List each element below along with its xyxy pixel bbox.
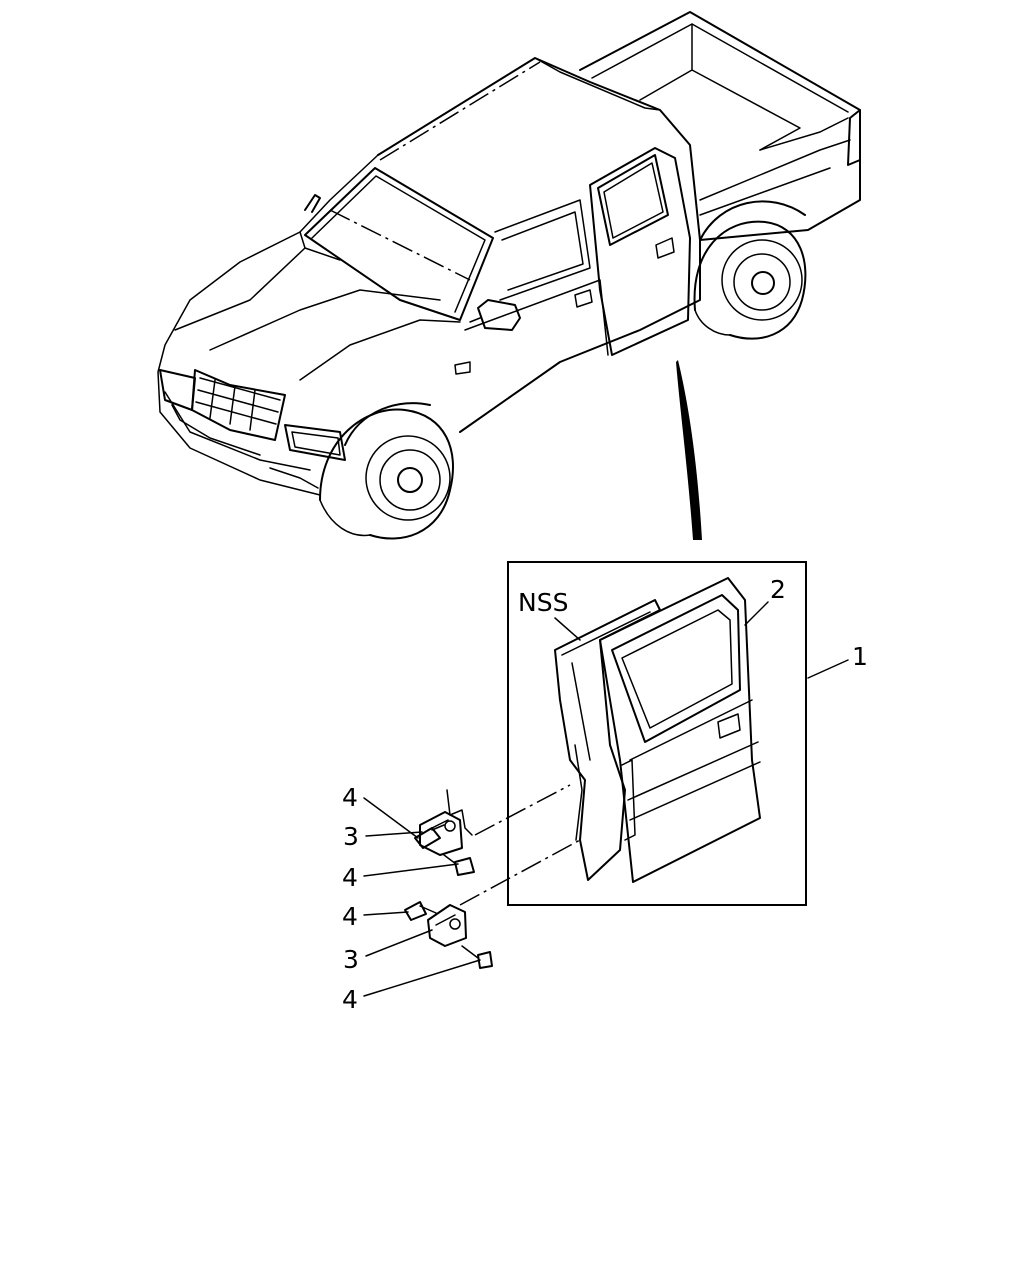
callout-bolt-2: 4 (342, 863, 358, 892)
lower-bolt-top (404, 901, 427, 921)
callout-door-assembly: 1 (852, 642, 868, 671)
lower-hinge-bracket (427, 904, 467, 947)
attach-line-lower (459, 839, 581, 906)
attach-line-upper (474, 784, 571, 836)
rear-door-panel (599, 577, 761, 883)
callout-nss: NSS (518, 588, 568, 617)
lower-bolt-bottom (477, 951, 493, 969)
callout-door-panel: 2 (770, 575, 786, 604)
leader-hinge-upper (365, 831, 423, 837)
pickup-truck-illustration (157, 11, 861, 540)
lower-hinge-assembly (404, 901, 493, 969)
antenna (304, 194, 321, 213)
upper-bolt-top (414, 827, 441, 849)
upper-hinge-bracket (419, 811, 463, 856)
rear-wheel (693, 200, 807, 340)
upper-bolt-bottom (454, 857, 475, 876)
leader-bolt-1 (363, 797, 419, 839)
upper-hinge-assembly (414, 789, 475, 876)
location-pointer-arrow (676, 360, 702, 540)
callout-bolt-1: 4 (342, 783, 358, 812)
front-grille (159, 361, 471, 461)
callout-bolt-3: 4 (342, 902, 358, 931)
callout-hinge-upper: 3 (343, 822, 359, 851)
front-door (464, 199, 609, 356)
windshield (304, 167, 494, 321)
truck-body (157, 57, 701, 496)
leader-bolt-3 (363, 911, 409, 916)
rear-door (589, 147, 691, 356)
cargo-bed (579, 11, 861, 241)
leader-nss (554, 617, 581, 641)
callout-bolt-4: 4 (342, 985, 358, 1014)
callout-hinge-lower: 3 (343, 945, 359, 974)
leader-door-panel (744, 601, 769, 626)
detail-frame (507, 561, 807, 906)
leader-door-assembly (807, 659, 849, 679)
leader-bolt-4 (363, 959, 481, 997)
side-mirror (469, 299, 521, 331)
leader-bolt-2 (363, 863, 459, 877)
front-wheel (319, 402, 454, 540)
leader-hinge-lower (365, 929, 433, 957)
